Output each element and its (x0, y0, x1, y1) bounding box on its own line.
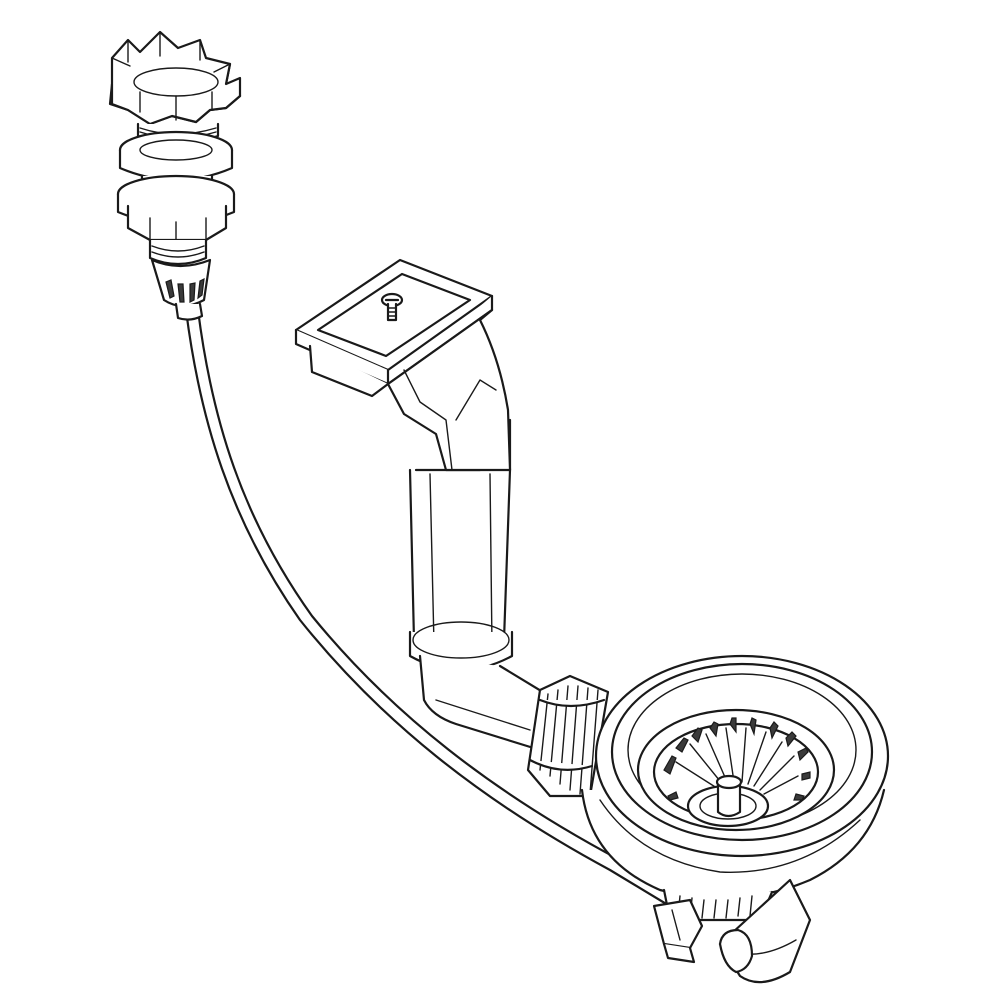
basket-slots (663, 717, 811, 801)
rectangular-overflow-icon (294, 258, 494, 398)
overflow-assembly (294, 258, 558, 752)
strainer-basket-icon (580, 654, 890, 922)
cable-clip (652, 898, 704, 964)
outlet-spigot-icon (718, 878, 812, 984)
control-knob (108, 30, 242, 321)
bowden-cable (184, 308, 674, 907)
star-knob-icon (108, 30, 242, 126)
ribbed-nut-icon (526, 674, 610, 798)
